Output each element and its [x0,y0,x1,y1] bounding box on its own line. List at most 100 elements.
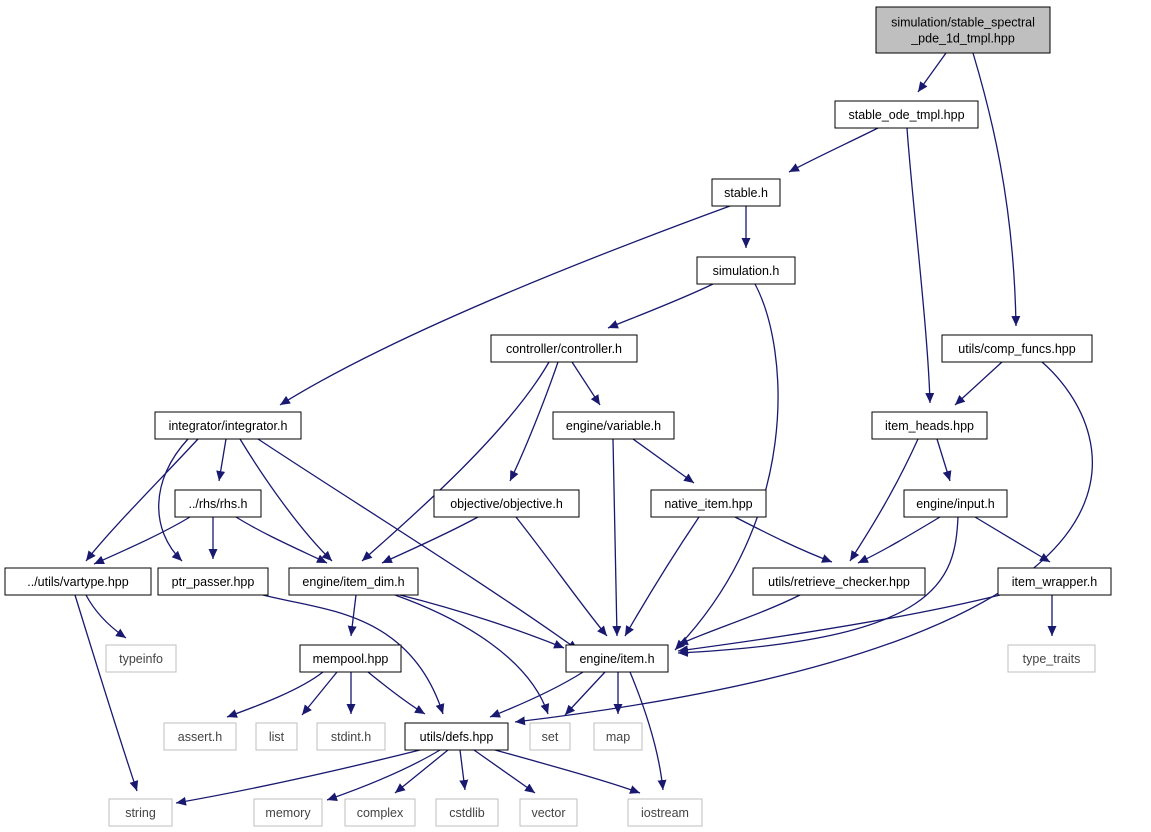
node-box [4,567,152,596]
edge-controller-to-objective [509,361,559,482]
node-item_heads[interactable]: item_heads.hpp [871,411,988,440]
node-simulation_h[interactable]: simulation.h [696,256,796,285]
node-item_h[interactable]: engine/item.h [565,644,669,673]
node-box [997,567,1112,596]
edge-item_h-to-iostream [629,671,667,791]
edge-item_dim-to-item_h [399,594,565,649]
node-map: map [593,722,643,751]
edge-defs-to-complex [394,749,449,794]
edge-variable-to-item_h [612,438,622,637]
edge-stable_h-to-integrator [279,205,731,406]
edge-defs-to-iostream [494,749,641,794]
node-native_item[interactable]: native_item.hpp [650,489,767,518]
edge-defs-to-memory [326,749,441,801]
node-item_wrapper[interactable]: item_wrapper.h [997,567,1112,596]
node-input[interactable]: engine/input.h [903,489,1008,518]
edge-controller-to-item_dim [361,361,550,562]
node-box [404,722,509,751]
node-vector: vector [519,798,578,827]
node-comp_funcs[interactable]: utils/comp_funcs.hpp [941,334,1093,363]
node-vartype[interactable]: ../utils/vartype.hpp [4,567,152,596]
node-box [752,567,926,596]
edge-mempool-to-assert [226,671,324,718]
node-box [519,798,578,827]
node-box [529,722,571,751]
node-mempool[interactable]: mempool.hpp [299,644,402,673]
edge-mempool-to-list [301,671,338,716]
node-box [288,567,419,596]
edge-comp_funcs-to-item_heads [954,361,1003,406]
node-box [1007,644,1096,673]
node-complex: complex [344,798,416,827]
node-stdint: stdint.h [316,722,386,751]
edge-root-to-comp_funcs [972,52,1021,327]
node-stable_h[interactable]: stable.h [711,178,781,207]
node-label: iostream [641,806,689,820]
node-box [255,722,298,751]
edge-item_heads-to-retrieve [849,438,919,562]
node-label: utils/retrieve_checker.hpp [768,575,910,589]
edge-item_h-to-defs [489,671,584,718]
node-label: item_wrapper.h [1012,575,1098,589]
edge-input-to-item_wrapper [974,516,1051,563]
edge-item_wrapper-to-item_h [677,594,1001,655]
node-label: simulation.h [713,264,780,278]
edge-variable-to-native_item [632,438,695,484]
node-objective[interactable]: objective/objective.h [433,489,580,518]
node-memory: memory [253,798,323,827]
node-label: simulation/stable_spectral [891,16,1035,30]
edge-integrator-to-item_dim [239,438,333,562]
edge-integrator-to-item_h [257,438,579,651]
edge-item_heads-to-input [936,438,952,482]
nodes-layer: simulation/stable_spectral_pde_1d_tmpl.h… [4,6,1112,827]
edge-objective-to-item_dim [381,516,479,564]
node-box [344,798,416,827]
node-label: native_item.hpp [664,497,752,511]
edge-defs-to-string [175,749,421,806]
node-label: complex [357,806,404,820]
node-typeinfo: typeinfo [105,644,177,673]
node-defs[interactable]: utils/defs.hpp [404,722,509,751]
edge-defs-to-cstdlib [459,749,469,791]
node-string: string [108,798,173,827]
node-box [871,411,988,440]
edges-layer [74,52,1093,806]
node-rhs[interactable]: ../rhs/rhs.h [174,489,262,518]
edge-input-to-item_h [677,516,959,657]
node-label: mempool.hpp [313,652,389,666]
edge-simulation_h-to-controller [607,283,714,329]
node-root[interactable]: simulation/stable_spectral_pde_1d_tmpl.h… [875,6,1051,54]
node-label: objective/objective.h [450,497,563,511]
node-label: integrator/integrator.h [169,419,288,433]
edge-objective-to-item_h [515,516,608,637]
edge-rhs-to-vartype [93,516,191,565]
edge-native_item-to-retrieve [734,516,833,563]
node-label: string [125,806,156,820]
node-label: vector [531,806,565,820]
edge-stable_ode-to-item_heads [906,127,935,404]
edge-item_h-to-set [564,671,606,716]
node-box [696,256,796,285]
edge-item_dim-to-mempool [347,594,357,637]
node-label: stdint.h [331,730,371,744]
edge-comp_funcs-to-defs [514,361,1093,726]
node-box [174,489,262,518]
node-ptr_passer[interactable]: ptr_passer.hpp [157,567,269,596]
edge-vartype-to-typeinfo [85,594,127,639]
node-box [435,798,499,827]
node-iostream: iostream [627,798,703,827]
node-controller[interactable]: controller/controller.h [490,334,638,363]
node-stable_ode[interactable]: stable_ode_tmpl.hpp [834,100,979,129]
node-variable[interactable]: engine/variable.h [552,411,675,440]
node-label: ../utils/vartype.hpp [27,575,128,589]
node-integrator[interactable]: integrator/integrator.h [154,411,302,440]
node-retrieve[interactable]: utils/retrieve_checker.hpp [752,567,926,596]
node-label: assert.h [178,730,223,744]
edge-integrator-to-vartype [85,438,199,562]
edge-controller-to-variable [571,361,601,406]
node-label: utils/defs.hpp [420,730,494,744]
node-item_dim[interactable]: engine/item_dim.h [288,567,419,596]
node-box [711,178,781,207]
node-box [253,798,323,827]
